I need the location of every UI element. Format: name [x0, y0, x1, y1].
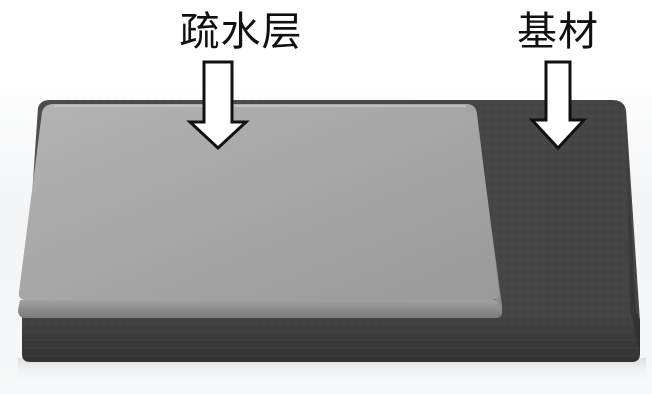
coating-label: 疏水层 [179, 9, 303, 55]
coating-arrow-icon [186, 60, 250, 151]
coating-front-edge [18, 300, 502, 318]
coating-top-face [18, 104, 500, 300]
substrate-arrow-icon [528, 60, 588, 151]
substrate-right-face [626, 110, 640, 354]
floor-shadow [18, 358, 646, 388]
substrate-label: 基材 [517, 9, 599, 55]
substrate-front-texture [22, 312, 640, 362]
